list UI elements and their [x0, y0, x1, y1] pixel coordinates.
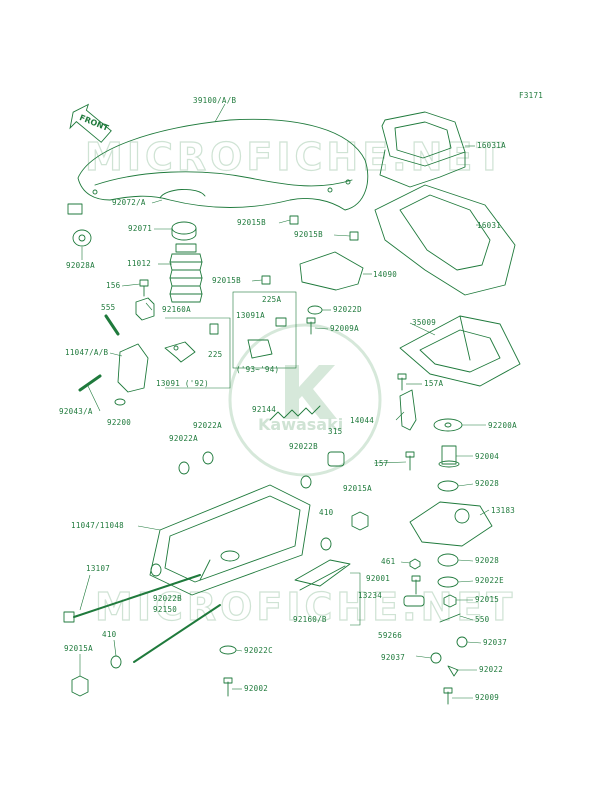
link-13091 — [164, 341, 196, 363]
label-92009A: 92009A — [330, 324, 359, 333]
label-157A: 157A — [424, 379, 443, 388]
label-92028A: 92028A — [66, 261, 95, 270]
label-555: 555 — [101, 303, 115, 312]
label-92144: 92144 — [252, 405, 276, 414]
figure-code: F3171 — [519, 91, 543, 100]
label-92028-1: 92028 — [475, 479, 499, 488]
label-92071: 92071 — [128, 224, 152, 233]
cover-16031A — [381, 111, 466, 167]
label-13234: 13234 — [358, 591, 382, 600]
label-92015: 92015 — [475, 595, 499, 604]
label-550: 550 — [475, 615, 490, 624]
label-92028-2: 92028 — [475, 556, 499, 565]
label-315: 315 — [328, 427, 342, 436]
label-92009: 92009 — [475, 693, 499, 702]
label-92022A-2: 92022A — [169, 434, 198, 443]
watermark: MICROFICHE.NET MICROFICHE.NET Kawasaki — [84, 134, 516, 629]
label-13091-92: 13091 ('92) — [156, 379, 209, 388]
bellows-11012 — [169, 243, 203, 303]
cover-16031 — [374, 184, 516, 296]
pin-555 — [104, 314, 120, 336]
label-410-2: 410 — [102, 630, 117, 639]
label-35009: 35009 — [412, 318, 436, 327]
label-92015B-2: 92015B — [294, 230, 323, 239]
label-92022C: 92022C — [244, 646, 273, 655]
leader-lines — [79, 199, 490, 699]
label-59266: 59266 — [378, 631, 402, 640]
label-16031A: 16031A — [477, 141, 506, 150]
label-92002: 92002 — [244, 684, 268, 693]
pin-92043 — [78, 374, 102, 392]
watermark-logo-icon — [285, 365, 337, 419]
label-13107: 13107 — [86, 564, 110, 573]
washer-92200A — [433, 418, 463, 432]
watermark-text-bottom: MICROFICHE.NET — [95, 585, 516, 629]
label-92022: 92022 — [479, 665, 503, 674]
label-92037-1: 92037 — [483, 638, 507, 647]
label-92037-2: 92037 — [381, 653, 405, 662]
bracket-main-11047 — [149, 484, 311, 596]
label-39100: 39100/A/B — [193, 96, 237, 105]
label-410-1: 410 — [319, 508, 334, 517]
watermark-circle — [228, 323, 382, 477]
label-157: 157 — [374, 459, 388, 468]
label-92200: 92200 — [107, 418, 131, 427]
pad-92028A — [67, 203, 83, 215]
label-92004: 92004 — [475, 452, 499, 461]
bracket-11047 — [117, 343, 149, 393]
bracket-14044 — [399, 389, 417, 431]
label-92022D: 92022D — [333, 305, 362, 314]
label-92022A-1: 92022A — [193, 421, 222, 430]
watermark-brand: Kawasaki — [258, 415, 343, 434]
label-92043A: 92043/A — [59, 407, 93, 416]
grommet-92028A — [72, 229, 92, 247]
label-92015B-1: 92015B — [237, 218, 266, 227]
label-11012: 11012 — [127, 259, 151, 268]
collar-315 — [327, 451, 345, 467]
part-labels: 39100/A/B 16031A 16031 92072/A 92071 920… — [59, 96, 517, 702]
pad-92160B — [294, 559, 351, 587]
label-14044: 14044 — [350, 416, 374, 425]
label-14090: 14090 — [373, 270, 397, 279]
label-225A: 225A — [262, 295, 281, 304]
label-92015A-2: 92015A — [64, 644, 93, 653]
label-461: 461 — [381, 557, 395, 566]
cap-92071 — [171, 221, 197, 235]
label-92001: 92001 — [366, 574, 390, 583]
plate-14090 — [299, 251, 364, 291]
label-13183: 13183 — [491, 506, 515, 515]
label-11047-11048: 11047/11048 — [71, 521, 124, 530]
bolt-13107 — [63, 611, 75, 623]
label-92160A: 92160A — [162, 305, 191, 314]
label-92200A: 92200A — [488, 421, 517, 430]
label-92022E: 92022E — [475, 576, 504, 585]
inset-box-93-94 — [232, 291, 297, 369]
label-11047AB: 11047/A/B — [65, 348, 109, 357]
clamp-ring — [159, 189, 206, 199]
label-225: 225 — [208, 350, 222, 359]
label-13091A: 13091A — [236, 311, 265, 320]
label-16031: 16031 — [477, 221, 501, 230]
label-92015B-3: 92015B — [212, 276, 241, 285]
label-92150: 92150 — [153, 605, 177, 614]
spring-92144 — [269, 405, 321, 421]
label-156: 156 — [106, 281, 121, 290]
label-92015A-1: 92015A — [343, 484, 372, 493]
stud-92004 — [441, 445, 457, 465]
label-92022B: 92022B — [289, 442, 318, 451]
label-92072A: 92072/A — [112, 198, 146, 207]
parts-drawings — [63, 103, 521, 705]
block-92160A — [135, 297, 155, 321]
fender-cover — [77, 118, 369, 211]
label-92160B: 92160/B — [293, 615, 327, 624]
label-92022B-2: 92022B — [153, 594, 182, 603]
plate-13183 — [409, 501, 493, 547]
label-93-94: ('93~'94) — [236, 365, 279, 374]
watermark-text-top: MICROFICHE.NET — [85, 135, 506, 179]
bolt-92150 — [133, 604, 221, 663]
